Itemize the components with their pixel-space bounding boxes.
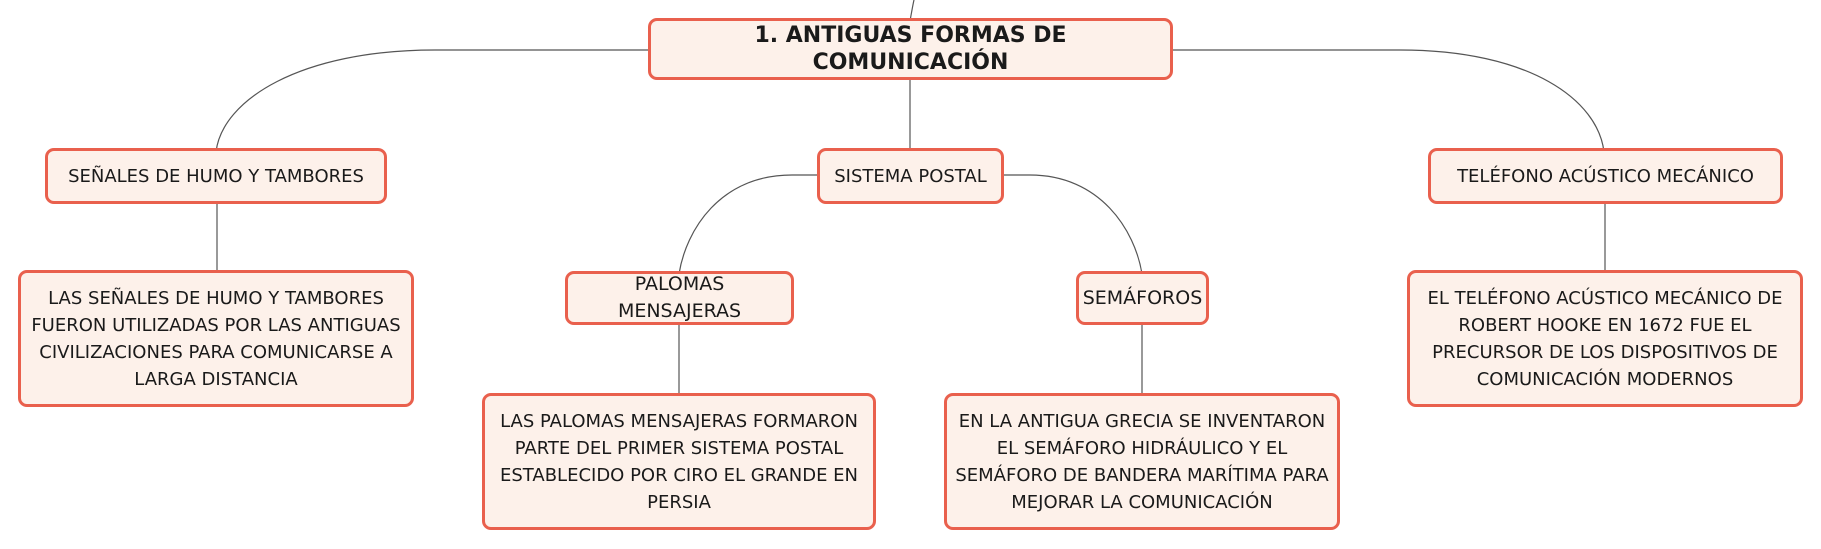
node-semaforos[interactable]: SEMÁFOROS [1076,271,1209,325]
node-telefono-acustico[interactable]: TELÉFONO ACÚSTICO MECÁNICO [1428,148,1783,204]
connector-root-smoke [215,49,648,153]
node-palomas-mensajeras[interactable]: PALOMAS MENSAJERAS [565,271,794,325]
connector-postal-semaphores [1003,174,1143,275]
root-node[interactable]: 1. ANTIGUAS FORMAS DE COMUNICACIÓN [648,18,1173,80]
node-senales-humo-tambores[interactable]: SEÑALES DE HUMO Y TAMBORES [45,148,387,204]
node-sistema-postal[interactable]: SISTEMA POSTAL [817,148,1004,204]
desc-semaforos[interactable]: EN LA ANTIGUA GRECIA SE INVENTARON EL SE… [944,393,1340,530]
desc-senales-humo-tambores[interactable]: LAS SEÑALES DE HUMO Y TAMBORES FUERON UT… [18,270,414,407]
desc-telefono-acustico[interactable]: EL TELÉFONO ACÚSTICO MECÁNICO DE ROBERT … [1407,270,1803,407]
connector-root-phone [1172,49,1605,153]
desc-palomas-mensajeras[interactable]: LAS PALOMAS MENSAJERAS FORMARON PARTE DE… [482,393,876,530]
connector-postal-pigeons [678,174,818,275]
